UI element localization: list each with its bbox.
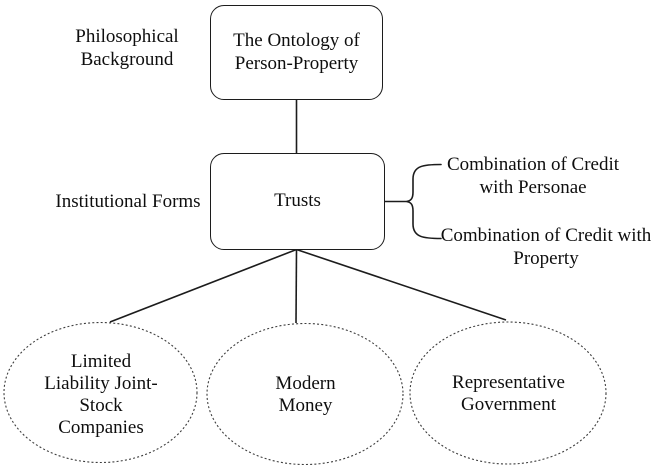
edge-trusts-money <box>295 249 298 324</box>
ellipse-money <box>206 322 404 466</box>
brace <box>406 163 442 240</box>
annotation-credit-personae: Combination of Credit with Personae <box>446 154 620 198</box>
node-money-label: Modern Money <box>275 373 336 416</box>
label-philosophical-background: Philosophical Background <box>75 26 179 70</box>
node-ontology: The Ontology of Person-Property <box>210 5 383 100</box>
node-trusts: Trusts <box>210 153 385 250</box>
node-government-label: Representative Government <box>452 372 565 415</box>
edge-trusts-companies <box>109 248 297 323</box>
node-companies-label: Limited Liability Joint- Stock Companies <box>44 351 158 438</box>
node-trusts-label: Trusts <box>274 190 321 212</box>
ellipse-companies <box>3 321 198 464</box>
edge-trusts-government <box>296 248 507 321</box>
ellipse-government <box>409 321 607 465</box>
annotation-credit-property: Combination of Credit with Property <box>440 225 652 269</box>
node-ontology-label: The Ontology of Person-Property <box>233 30 360 74</box>
label-institutional-forms: Institutional Forms <box>55 191 201 212</box>
